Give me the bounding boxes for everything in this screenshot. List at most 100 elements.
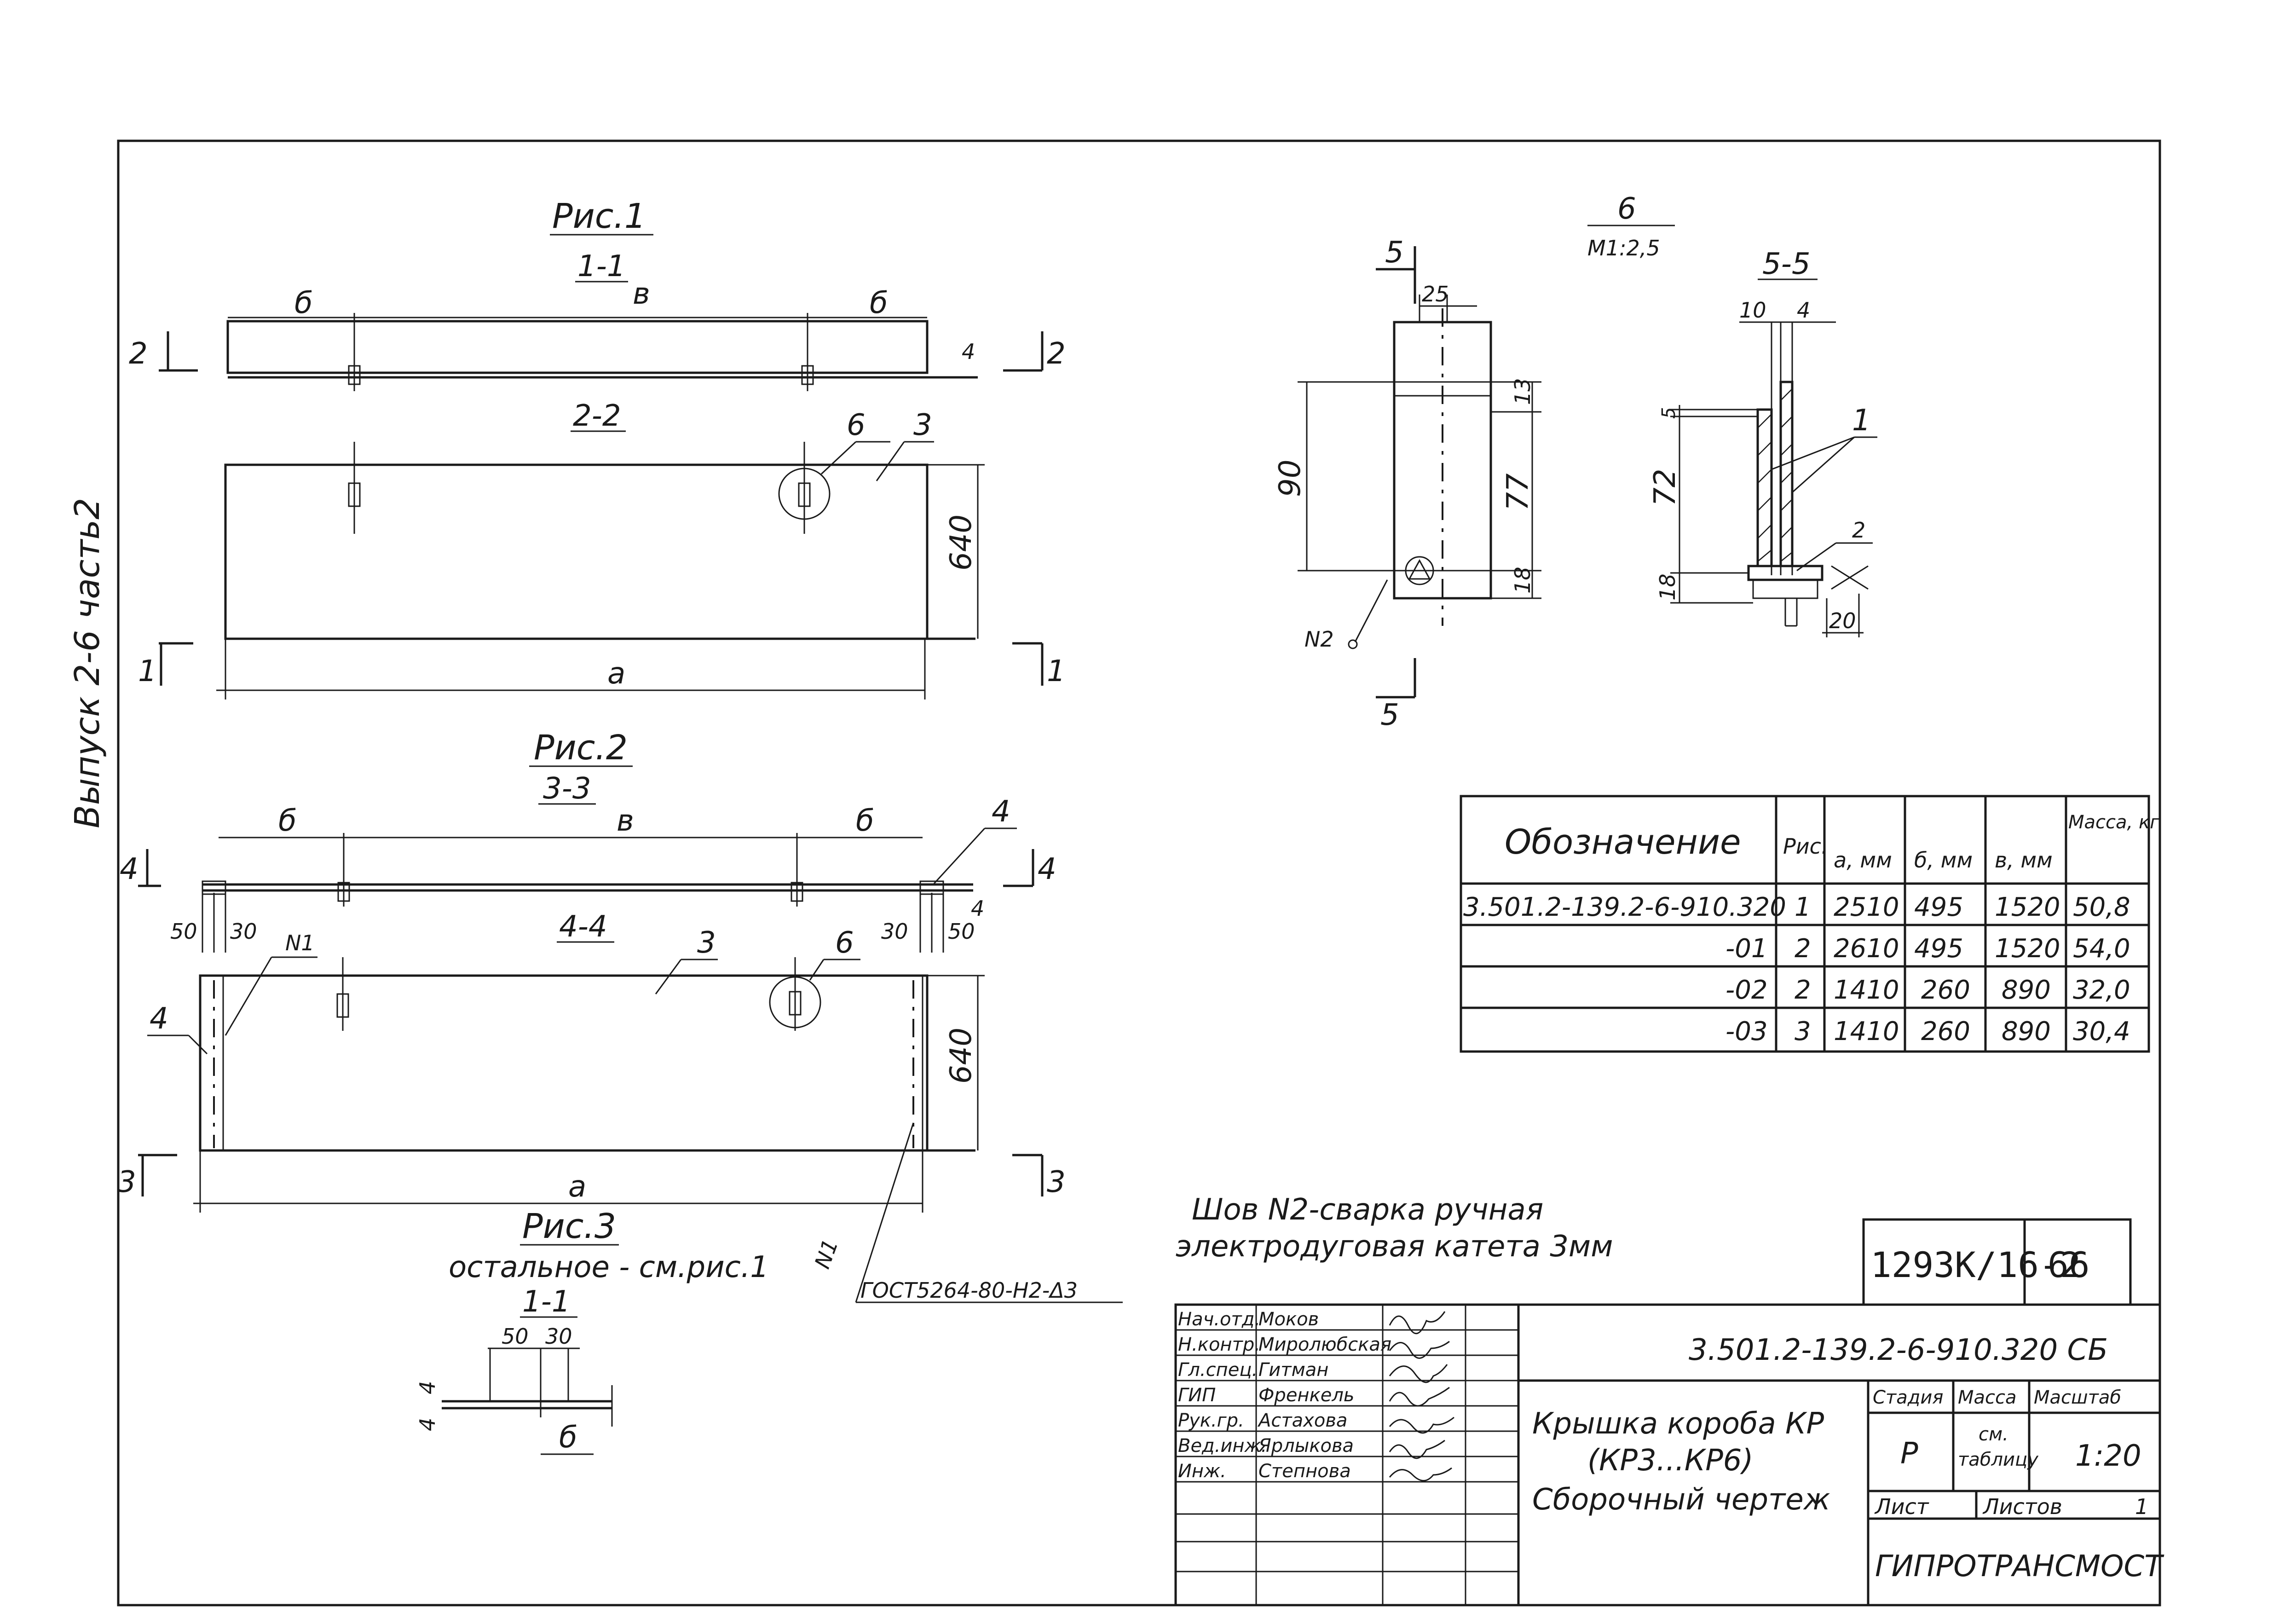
sheet-frame	[117, 139, 2161, 1607]
sec55-title: 5-5	[1762, 247, 1811, 281]
name-2: Миролюбская	[1258, 1334, 1391, 1355]
weld-note-1: Шов N2-сварка ручная	[1192, 1193, 1543, 1227]
role-2: Н.контр.	[1178, 1334, 1260, 1355]
fig2-cut3-left: 3	[117, 1165, 136, 1199]
spec-row2-b: 495	[1914, 934, 1963, 964]
sec55-pos-2: 2	[1852, 518, 1865, 543]
weld-mark-n1: N1	[810, 1236, 843, 1271]
title-block: 1293К/16-2 66 Нач.отд. Моков Н.контр. Ми…	[1174, 1218, 2164, 1607]
fig2-dim-v: в	[617, 804, 634, 838]
tb-designation: 3.501.2-139.2-6-910.320 СБ	[1689, 1333, 2108, 1367]
role-5: Рук.гр.	[1178, 1410, 1244, 1431]
fig3-title: Рис.3	[522, 1207, 616, 1246]
figure-3: Рис.3 остальное - см.рис.1 1-1 50 30 б 4…	[415, 1207, 769, 1455]
detail6-d77: 77	[1501, 473, 1535, 511]
weld-note-2: электродуговая катета 3мм	[1176, 1230, 1613, 1264]
spec-header-designation: Обозначение	[1505, 822, 1741, 862]
fig1-height-640: 640	[944, 514, 978, 571]
signatures	[1389, 1311, 1454, 1481]
detail6-cut5-top: 5	[1385, 236, 1404, 270]
fig1-dim-a: а	[607, 657, 625, 691]
fig3-d30: 30	[545, 1324, 572, 1349]
tb-name-1: Крышка короба КР	[1532, 1407, 1824, 1441]
spec-row2-fig: 2	[1795, 934, 1811, 964]
weld-ref-text: ГОСТ5264-80-Н2-Δ3	[860, 1278, 1078, 1303]
detail6-scale: М1:2,5	[1587, 236, 1660, 260]
spec-table: Обозначение Рис. а, мм б, мм в, мм Масса…	[1460, 795, 2160, 1053]
fig2-height-640: 640	[944, 1028, 978, 1084]
fig1-cut2-left: 2	[129, 337, 148, 371]
tb-sheet-header: Лист	[1874, 1494, 1929, 1519]
fig3-d50: 50	[502, 1324, 529, 1349]
fig2-pos-3: 3	[697, 926, 716, 960]
name-6: Ярлыкова	[1258, 1435, 1354, 1456]
tb-stage: Р	[1900, 1437, 1918, 1471]
fig1-cut1-left: 1	[138, 654, 157, 688]
tb-stage-header: Стадия	[1873, 1387, 1943, 1408]
fig2-cut4-right: 4	[1038, 852, 1056, 886]
tb-name-2: (КР3...КР6)	[1587, 1444, 1753, 1478]
section-5-5: 5-5 10 4 5 72 18	[1648, 247, 1877, 637]
tb-mass-1: см.	[1979, 1424, 2008, 1445]
role-7: Инж.	[1178, 1461, 1226, 1482]
fig1-dim-b-left: б	[294, 286, 312, 320]
spec-row4-v: 890	[2002, 1017, 2051, 1046]
detail6-cut5-bottom: 5	[1380, 698, 1399, 732]
spec-row3-mass: 32,0	[2073, 975, 2130, 1005]
sec55-d18: 18	[1655, 573, 1680, 601]
spec-row3-b: 260	[1921, 975, 1970, 1005]
fig2-thickness: 4	[971, 896, 984, 921]
fig3-note: остальное - см.рис.1	[449, 1250, 769, 1284]
fig1-section-2-2: 2-2	[573, 399, 621, 433]
sec55-d72: 72	[1648, 469, 1682, 506]
spec-row1-b: 495	[1914, 892, 1963, 922]
spec-row1-designation: 3.501.2-139.2-6-910.320	[1463, 892, 1786, 922]
name-3: Гитман	[1258, 1359, 1328, 1381]
fig2-pos-4-left: 4	[150, 1002, 168, 1036]
fig1-cut1-right: 1	[1047, 654, 1066, 688]
tb-scale-header: Масштаб	[2034, 1387, 2121, 1408]
tb-scale: 1:20	[2075, 1439, 2141, 1473]
spec-row3-designation: -02	[1725, 975, 1767, 1005]
tb-organization: ГИПРОТРАНСМОСТ	[1875, 1549, 2164, 1584]
fig1-dim-b-right: б	[870, 286, 888, 320]
fig1-pos-6: 6	[847, 408, 866, 442]
fig2-weld-n1: N1	[285, 930, 315, 955]
tb-mass-2: таблицу	[1958, 1449, 2039, 1470]
detail6-d90: 90	[1273, 460, 1307, 497]
fig1-title: Рис.1	[552, 196, 646, 236]
spec-row2-designation: -01	[1725, 934, 1767, 964]
fig2-dim-a: а	[568, 1170, 586, 1204]
spec-row3-fig: 2	[1795, 975, 1811, 1005]
role-4: ГИП	[1178, 1385, 1216, 1406]
fig2-cut3-right: 3	[1047, 1165, 1066, 1199]
figure-2: Рис.2 3-3 б в б 4 4 4 4 50 30	[117, 728, 1066, 1213]
role-6: Вед.инж.	[1178, 1435, 1267, 1456]
fig3-thickness-1: 4	[415, 1381, 440, 1394]
fig2-d50-right: 50	[948, 919, 975, 944]
sec55-d4: 4	[1797, 298, 1810, 323]
spec-header-v: в, мм	[1995, 848, 2053, 873]
tb-mass-header: Масса	[1958, 1387, 2017, 1408]
name-7: Степнова	[1258, 1461, 1351, 1482]
spec-header-fig: Рис.	[1783, 834, 1828, 859]
detail6-weld-n2: N2	[1304, 627, 1334, 652]
spec-row1-mass: 50,8	[2073, 892, 2130, 922]
side-label: Выпуск 2-6 часть2	[68, 498, 107, 828]
fig2-section-4-4: 4-4	[559, 910, 607, 944]
sec55-pos-1: 1	[1852, 404, 1871, 438]
fig3-thickness-2: 4	[415, 1418, 440, 1431]
sec55-d20: 20	[1829, 608, 1856, 633]
fig1-pos-3: 3	[913, 408, 932, 442]
fig3-section-1-1: 1-1	[522, 1285, 571, 1319]
spec-row1-v: 1520	[1995, 892, 2060, 922]
name-4: Френкель	[1258, 1385, 1355, 1406]
figure-1: Рис.1 1-1 б в б 2 2 4 2-2 6	[129, 196, 1066, 699]
spec-row4-designation: -03	[1725, 1017, 1767, 1046]
spec-row3-v: 890	[2002, 975, 2051, 1005]
fig2-dim-b-left: б	[278, 804, 296, 838]
detail6-title: 6	[1617, 192, 1636, 226]
fig2-d30-right: 30	[881, 919, 908, 944]
fig2-cut4-left: 4	[120, 852, 138, 886]
